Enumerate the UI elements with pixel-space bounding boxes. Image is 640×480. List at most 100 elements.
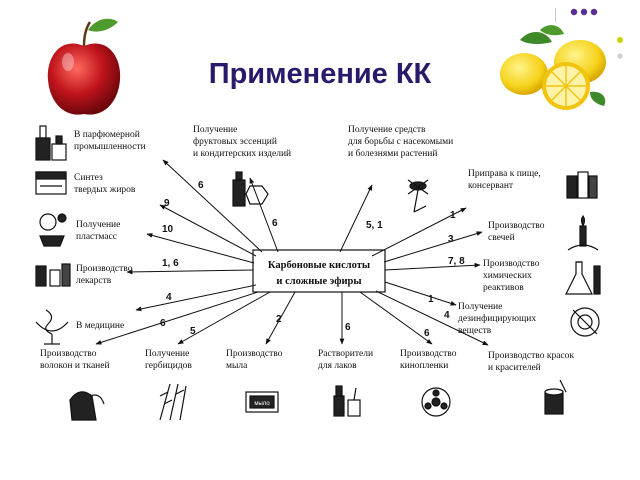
label-perfume-2: промышленности bbox=[74, 142, 146, 152]
label-fruit-2: фруктовых эссенций bbox=[193, 136, 277, 147]
num-spice: 1 bbox=[450, 210, 456, 221]
label-soap-1: Производство bbox=[226, 349, 283, 359]
insect-icon bbox=[407, 179, 429, 213]
wheat-icon bbox=[159, 383, 187, 421]
label-fibers-1: Производство bbox=[40, 349, 97, 359]
flask-icon bbox=[565, 261, 601, 295]
label-candles-2: свечей bbox=[488, 232, 515, 243]
arrow-disinf bbox=[384, 281, 457, 306]
candle-icon bbox=[567, 214, 599, 251]
jars-icon bbox=[566, 171, 598, 199]
label-herb-1: Получение bbox=[145, 349, 189, 359]
fabric-icon bbox=[69, 391, 105, 421]
decor-divider bbox=[555, 8, 556, 22]
num-soap: 2 bbox=[276, 314, 282, 325]
label-fats-2: твердых жиров bbox=[74, 185, 136, 195]
decor-dots bbox=[570, 8, 623, 59]
arrow-candles bbox=[383, 231, 483, 263]
label-chem-2: химических bbox=[483, 271, 532, 281]
arrow-paints bbox=[375, 290, 489, 346]
num-fruit: 6 bbox=[198, 180, 204, 191]
label-drugs-1: Производство bbox=[76, 264, 133, 274]
num-fats: 9 bbox=[164, 198, 170, 209]
arrow-fruit-2 bbox=[249, 177, 279, 253]
label-disinf-2: дезинфицирующих bbox=[458, 313, 536, 324]
film-reel-icon bbox=[421, 387, 451, 417]
medical-snake-icon bbox=[35, 309, 69, 345]
num-herb: 5 bbox=[190, 326, 196, 337]
label-disinf-3: веществ bbox=[458, 326, 492, 336]
arrow-medicine bbox=[135, 284, 257, 312]
label-chem-3: реактивов bbox=[483, 283, 524, 293]
arrow-drugs bbox=[126, 269, 254, 275]
label-solvents-2: для лаков bbox=[318, 361, 357, 371]
label-disinf-1: Получение bbox=[458, 302, 502, 312]
slide-title: Применение КК bbox=[208, 58, 432, 90]
label-solvents-1: Растворители bbox=[318, 349, 373, 359]
label-pesticide-1: Получение средств bbox=[348, 125, 426, 135]
label-fibers-2: волокон и тканей bbox=[40, 360, 110, 371]
labels: В парфюмерной промышленности Получение ф… bbox=[40, 125, 574, 373]
num-film: 6 bbox=[424, 328, 430, 339]
label-fruit-1: Получение bbox=[193, 125, 237, 135]
num-medicine: 4 bbox=[166, 292, 172, 303]
num-drugs: 1, 6 bbox=[162, 258, 179, 269]
label-pesticide-3: и болезнями растений bbox=[348, 148, 437, 159]
arrow-chem bbox=[384, 262, 481, 271]
paint-can-icon bbox=[544, 379, 567, 415]
num-candles: 3 bbox=[448, 234, 454, 245]
num-pesticide: 5, 1 bbox=[366, 220, 383, 231]
label-medicine-1: В медицине bbox=[76, 321, 124, 331]
num-solvents: 6 bbox=[345, 322, 351, 333]
label-soap-2: мыла bbox=[226, 361, 248, 371]
disinfectant-icon bbox=[570, 307, 600, 337]
center-box: Карбоновые кислоты и сложные эфиры bbox=[252, 249, 386, 293]
arrow-spice bbox=[371, 207, 467, 257]
lemon-icon bbox=[500, 25, 606, 110]
label-chem-1: Производство bbox=[483, 259, 540, 269]
label-plastics-1: Получение bbox=[76, 220, 120, 230]
plastic-toys-icon bbox=[39, 213, 67, 247]
arrows bbox=[95, 159, 489, 346]
label-candles-1: Производство bbox=[488, 221, 545, 231]
label-paints-2: и красителей bbox=[488, 362, 541, 373]
label-pesticide-2: для борьбы с насекомыми bbox=[348, 136, 453, 147]
num-disinf: 1 bbox=[428, 294, 434, 305]
center-line-2: и сложные эфиры bbox=[276, 276, 361, 287]
solvent-bottles-icon bbox=[333, 385, 361, 417]
soap-text: мыло bbox=[254, 401, 270, 407]
num-chem: 7, 8 bbox=[448, 256, 465, 267]
arrow-herb bbox=[177, 291, 271, 345]
num-paints: 4 bbox=[444, 310, 450, 321]
label-film-2: кинопленки bbox=[400, 361, 448, 371]
arrow-numbers: 6 6 5, 1 1 9 3 10 7, 8 1, 6 1 4 4 6 5 2 … bbox=[160, 180, 465, 339]
center-line-1: Карбоновые кислоты bbox=[268, 260, 370, 271]
arrow-film bbox=[359, 291, 433, 345]
num-plastics: 10 bbox=[162, 224, 174, 235]
margarine-box-icon bbox=[35, 171, 67, 195]
label-spice-1: Приправа к пище, bbox=[468, 169, 541, 179]
arrow-fibers bbox=[95, 291, 259, 345]
arrow-soap bbox=[265, 291, 296, 345]
num-fibers: 6 bbox=[160, 318, 166, 329]
medicine-bottles-icon bbox=[35, 263, 71, 287]
arrow-pesticide bbox=[339, 184, 373, 253]
label-paints-1: Производство красок bbox=[488, 351, 574, 361]
label-fruit-3: и кондитерских изделий bbox=[193, 148, 291, 159]
apple-icon bbox=[47, 18, 121, 115]
label-film-1: Производство bbox=[400, 349, 457, 359]
label-spice-2: консервант bbox=[468, 181, 514, 191]
candy-bottle-icon bbox=[232, 171, 269, 207]
arrow-plastics bbox=[146, 233, 255, 264]
soap-icon: мыло bbox=[245, 391, 279, 413]
label-plastics-2: пластмасс bbox=[76, 232, 117, 242]
label-herb-2: гербицидов bbox=[145, 360, 192, 371]
label-fats-1: Синтез bbox=[74, 173, 103, 183]
perfume-bottle-icon bbox=[35, 125, 67, 161]
label-drugs-2: лекарств bbox=[76, 276, 112, 286]
label-perfume-1: В парфюмерной bbox=[74, 129, 140, 140]
num-fruit-2: 6 bbox=[272, 218, 278, 229]
arrow-fruit bbox=[162, 159, 263, 253]
arrow-fats bbox=[159, 204, 257, 257]
